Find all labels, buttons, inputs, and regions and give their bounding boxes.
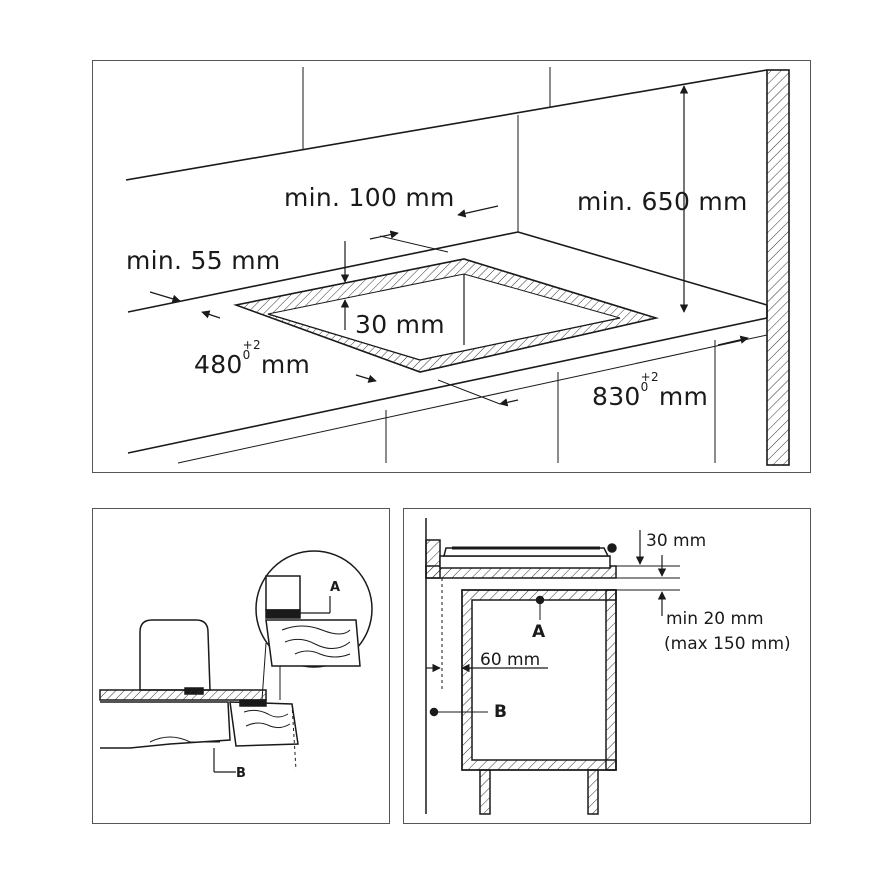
wall-gap-label: 60 mm (480, 650, 541, 670)
section-tag-a: A (532, 622, 546, 642)
section-tag-b: B (494, 702, 507, 722)
max-gap-label: (max 150 mm) (664, 634, 791, 654)
min-gap-label: min 20 mm (666, 609, 764, 629)
cutout-width-value: 480 (194, 350, 243, 379)
min-650-label: min. 650 mm (577, 187, 748, 216)
cutout-depth-label: 30 mm (355, 310, 445, 339)
control-knob (139, 619, 211, 691)
min-55-label: min. 55 mm (126, 246, 281, 275)
cutout-width-unit: mm (260, 350, 311, 379)
min-100-label: min. 100 mm (284, 183, 455, 212)
cutout-length-value: 830 (592, 382, 641, 411)
side-wall (766, 69, 790, 466)
hob-body (439, 555, 611, 569)
hob-height-label: 30 mm (646, 531, 707, 551)
cutout-length-unit: mm (658, 382, 709, 411)
seal-tag-a: A (330, 580, 341, 595)
cabinet-box (461, 589, 617, 771)
seal-tag-b: B (236, 766, 246, 781)
